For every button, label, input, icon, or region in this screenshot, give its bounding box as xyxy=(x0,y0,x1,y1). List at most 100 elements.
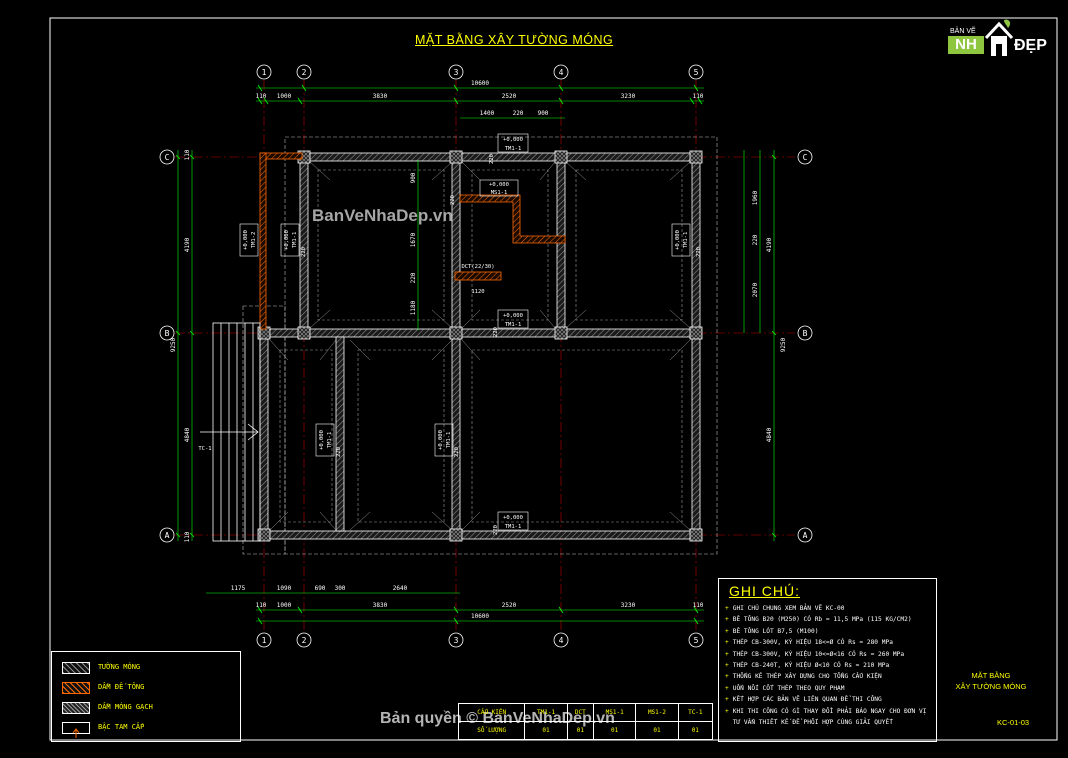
dim-left-1: 4190 xyxy=(184,237,191,252)
tag-tm12: TM1-2 xyxy=(251,232,257,249)
note-text: UỐN NỐI CỐT THÉP THEO QUY PHẠM xyxy=(732,684,845,692)
schedule-table: CẤU KIỆN TM1-1 DCT MS1-1 MS1-2 TC-1 SỐ L… xyxy=(457,703,714,740)
column-nodes xyxy=(257,150,703,542)
schedule-value-cell: 01 xyxy=(635,721,679,740)
dim-bot1-4: 300 xyxy=(335,585,346,592)
dim-top-4: 2520 xyxy=(502,93,517,100)
axis-label-bottom-2: 2 xyxy=(302,636,307,645)
dct-beam xyxy=(454,271,502,281)
brick-beam-stair xyxy=(459,194,566,244)
schedule-header-row: CẤU KIỆN TM1-1 DCT MS1-1 MS1-2 TC-1 xyxy=(457,703,714,722)
drawing-number: KC-01-03 xyxy=(997,718,1030,727)
note-text: THÉP CB-300V, KÝ HIỆU 18<=Ø CÓ Rs = 280 … xyxy=(732,639,893,647)
schedule-value-cell: 01 xyxy=(566,721,595,740)
dim-top-6: 110 xyxy=(693,93,704,100)
dimension-lines xyxy=(177,87,775,622)
dim-bot2-3: 3830 xyxy=(373,602,388,609)
dim-top-2: 1000 xyxy=(277,93,292,100)
tag-wall-4: 220 xyxy=(696,247,702,257)
dim-mid-3: 220 xyxy=(410,272,417,283)
note-item: +KHI THI CÔNG CÓ GÌ THAY ĐỔI PHẢI BÁO NG… xyxy=(725,707,927,715)
tag-wall-6: 220 xyxy=(454,447,460,457)
note-text: KẾT HỢP CÁC BẢN VẼ LIÊN QUAN ĐỂ THI CÔNG xyxy=(732,696,882,704)
axis-label-bottom-5: 5 xyxy=(694,636,699,645)
legend-swatch-brick-beam xyxy=(62,702,90,714)
dim-left-3: 4840 xyxy=(184,427,191,442)
dim-left-4: 110 xyxy=(184,149,191,160)
schedule-value-cell: 01 xyxy=(524,721,568,740)
dim-mid-4: 1180 xyxy=(410,300,417,315)
dim-bot2-1: 110 xyxy=(256,602,267,609)
note-item: +GHI CHÚ CHUNG XEM BẢN VẼ KC-00 xyxy=(725,605,845,612)
axis-label-bottom-3: 3 xyxy=(454,636,459,645)
grid-bubbles xyxy=(159,64,813,648)
tag-ms-1: MS1-1 xyxy=(491,190,508,196)
legend-box: TƯỜNG MÓNG DẦM ĐẾ TÔNG DẦM MÓNG GẠCH BẬC… xyxy=(51,651,241,742)
tag-elev-6: +0,000 xyxy=(284,230,290,250)
dim-sub-1: 1400 xyxy=(480,110,495,117)
legend-label: DẦM ĐẾ TÔNG xyxy=(98,683,145,691)
dim-bot2-4: 2520 xyxy=(502,602,517,609)
tag-elev-9: +0,000 xyxy=(438,430,444,450)
tag-elev-8: +0,000 xyxy=(319,430,325,450)
drawing-title: MẶT BẰNG XÂY TƯỜNG MÓNG xyxy=(415,33,614,47)
dim-left-2: 9250 xyxy=(170,337,177,352)
dim-top-1: 110 xyxy=(256,93,267,100)
section-tags xyxy=(239,133,691,531)
dim-right-2: 9250 xyxy=(780,337,787,352)
tag-wall-5: 220 xyxy=(336,447,342,457)
note-item: +UỐN NỐI CỐT THÉP THEO QUY PHẠM xyxy=(725,684,845,692)
dim-right-6: 2070 xyxy=(752,282,759,297)
legend-label: DẦM MÓNG GẠCH xyxy=(98,703,153,711)
schedule-header-cell: CẤU KIỆN xyxy=(457,703,526,722)
note-text: THỐNG KÊ THÉP XÂY DỰNG CHO TỔNG CẤU KIỆN xyxy=(732,673,882,681)
tag-tm-5: TM1-1 xyxy=(683,232,689,249)
schedule-header-cell: MS1-2 xyxy=(635,703,679,722)
dim-sub-3: 900 xyxy=(538,110,549,117)
schedule-value-cell: 01 xyxy=(592,721,637,740)
schedule-value-cell: 01 xyxy=(677,721,714,740)
axis-label-right-b: B xyxy=(803,329,808,338)
note-item: +THÉP CB-300V, KÝ HIỆU 18<=Ø CÓ Rs = 280… xyxy=(725,639,893,647)
note-item: +THÉP CB-240T, KÝ HIỆU Ø<10 CÓ Rs = 210 … xyxy=(725,662,890,670)
stamp-line-2: XÂY TƯỜNG MÓNG xyxy=(955,682,1027,691)
dim-right-3: 4840 xyxy=(766,427,773,442)
tag-wall-1: 220 xyxy=(489,154,495,164)
schedule-header-cell: DCT xyxy=(566,703,595,722)
pit-diagonals xyxy=(269,161,691,531)
dim-sub-2: 220 xyxy=(513,110,524,117)
logo-nh-text: NH xyxy=(948,36,984,54)
note-item: +BÊ TÔNG B20 (M250) CÓ Rb = 11,5 MPa (11… xyxy=(725,616,912,624)
schedule-header-cell: TC-1 xyxy=(677,703,714,722)
notes-list: +GHI CHÚ CHUNG XEM BẢN VẼ KC-00 +BÊ TÔNG… xyxy=(725,603,933,728)
brick-beam-left xyxy=(259,152,303,330)
dim-bot2-6: 110 xyxy=(693,602,704,609)
note-text: KHI THI CÔNG CÓ GÌ THAY ĐỔI PHẢI BÁO NGA… xyxy=(732,707,927,715)
axis-label-bottom-4: 4 xyxy=(559,636,564,645)
schedule-row-label: SỐ LƯỢNG xyxy=(457,721,526,740)
tag-dct: DCT(22/30) xyxy=(461,264,494,270)
title-stamp: MẶT BẰNG XÂY TƯỜNG MÓNG xyxy=(945,670,1037,692)
legend-label: BẬC TAM CẤP xyxy=(98,723,145,731)
tag-tm-7: TM1-1 xyxy=(446,432,452,449)
legend-item-stairs: BẬC TAM CẤP xyxy=(62,722,232,738)
legend-item-wall: TƯỜNG MÓNG xyxy=(62,662,232,674)
dimension-ticks xyxy=(175,84,777,625)
arrow-up-icon xyxy=(72,728,80,738)
schedule-header-cell: TM1-1 xyxy=(524,703,568,722)
tag-elev-2: +0,000 xyxy=(489,182,509,188)
legend-swatch-concrete-beam xyxy=(62,682,90,694)
legend-item-brick-beam: DẦM MÓNG GẠCH xyxy=(62,702,232,714)
stamp-line-1: MẶT BẰNG xyxy=(971,671,1011,680)
tag-elev-4: +0,000 xyxy=(503,515,523,521)
axis-label-top-2: 2 xyxy=(302,68,307,77)
footing-pits xyxy=(279,169,683,523)
logo-dep-text: ĐẸP xyxy=(1014,37,1047,54)
tag-elev-7: +0,000 xyxy=(675,230,681,250)
tag-wall-7: 220 xyxy=(493,327,499,337)
schedule-header-cell: MS1-1 xyxy=(592,703,637,722)
axis-label-top-3: 3 xyxy=(454,68,459,77)
dim-mid-1: 900 xyxy=(410,172,417,183)
dim-bottom-total: 10600 xyxy=(471,613,489,620)
